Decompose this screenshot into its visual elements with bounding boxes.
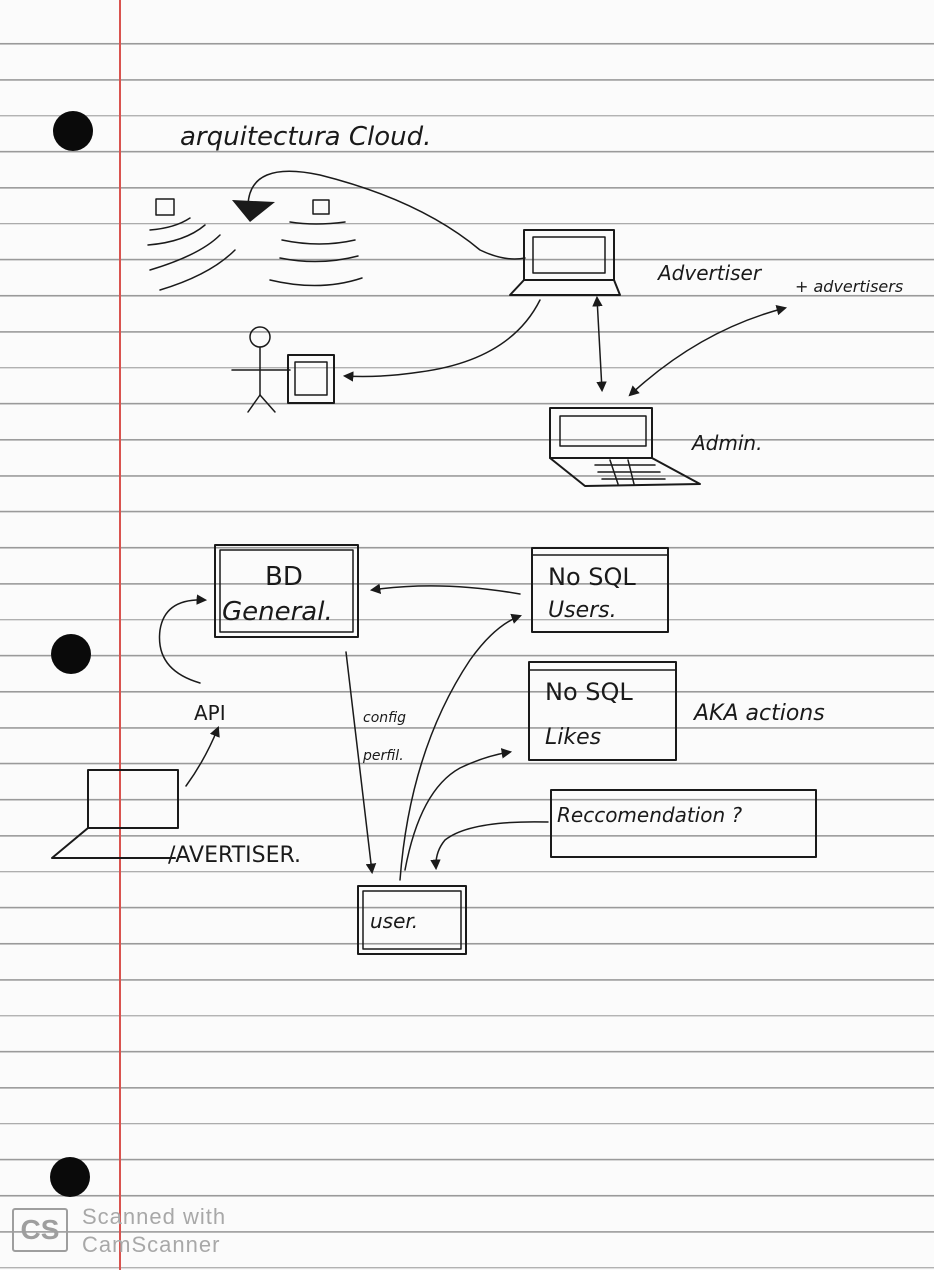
- margin-line: [119, 0, 121, 1270]
- punch-hole: [53, 111, 93, 151]
- advertiser-admin-arrow: [592, 295, 607, 393]
- monitor-icon: [287, 354, 335, 404]
- nosql-users-line2: Users.: [548, 598, 617, 623]
- laptop-to-user-arrow: [342, 299, 541, 382]
- advertiser-to-api-arrow: [185, 726, 220, 787]
- camscanner-watermark: CS Scanned with CamScanner: [12, 1204, 252, 1262]
- punch-hole: [51, 634, 91, 674]
- user-label: user.: [370, 909, 418, 933]
- recommendation-to-user-arrow: [430, 821, 549, 871]
- recommendation-label: Reccomendation ?: [557, 803, 743, 827]
- config-label-line2: perfil.: [362, 748, 404, 764]
- wireless-devices-icon: [147, 198, 363, 291]
- avertiser-laptop-icon: [51, 769, 179, 859]
- advertiser-laptop-icon: [509, 229, 621, 296]
- recommendation-box: [550, 789, 817, 858]
- advertisers-admin-arrow: [628, 305, 788, 397]
- nosql-likes-line1: No SQL: [545, 678, 633, 706]
- punch-hole: [50, 1157, 90, 1197]
- diagram-title: arquitectura Cloud.: [180, 122, 431, 152]
- bd-general-line1: BD: [265, 562, 303, 592]
- nosql-users-line1: No SQL: [548, 563, 636, 591]
- bd-to-user-arrow: [345, 651, 377, 875]
- admin-laptop-icon: [549, 407, 701, 487]
- user-stick-figure-icon: [231, 326, 291, 413]
- nosql-likes-line2: Likes: [545, 725, 601, 750]
- config-label-line1: config: [363, 710, 406, 726]
- users-to-bd-arrow: [369, 583, 521, 595]
- bd-general-line2: General.: [222, 597, 333, 627]
- wireless-link: [247, 170, 526, 260]
- user-to-likes-arrow: [404, 748, 513, 871]
- bd-general-box: [214, 544, 359, 638]
- aka-actions-label: AKA actions: [692, 701, 825, 726]
- nosql-likes-box: [528, 661, 677, 761]
- nosql-users-box: [531, 547, 669, 633]
- api-to-bd-arrow: [158, 594, 208, 684]
- camscanner-logo: CS: [12, 1208, 68, 1252]
- admin-label: Admin.: [690, 431, 762, 455]
- advertisers-plus-label: + advertisers: [795, 277, 903, 296]
- user-box: [357, 885, 467, 955]
- watermark-line1: Scanned with: [82, 1204, 227, 1229]
- avertiser-label: /AVERTISER.: [168, 843, 301, 868]
- advertiser-label: Advertiser: [656, 261, 763, 285]
- user-to-users-arrow: [399, 613, 522, 881]
- watermark-line2: CamScanner: [82, 1232, 221, 1257]
- api-label: API: [194, 701, 226, 725]
